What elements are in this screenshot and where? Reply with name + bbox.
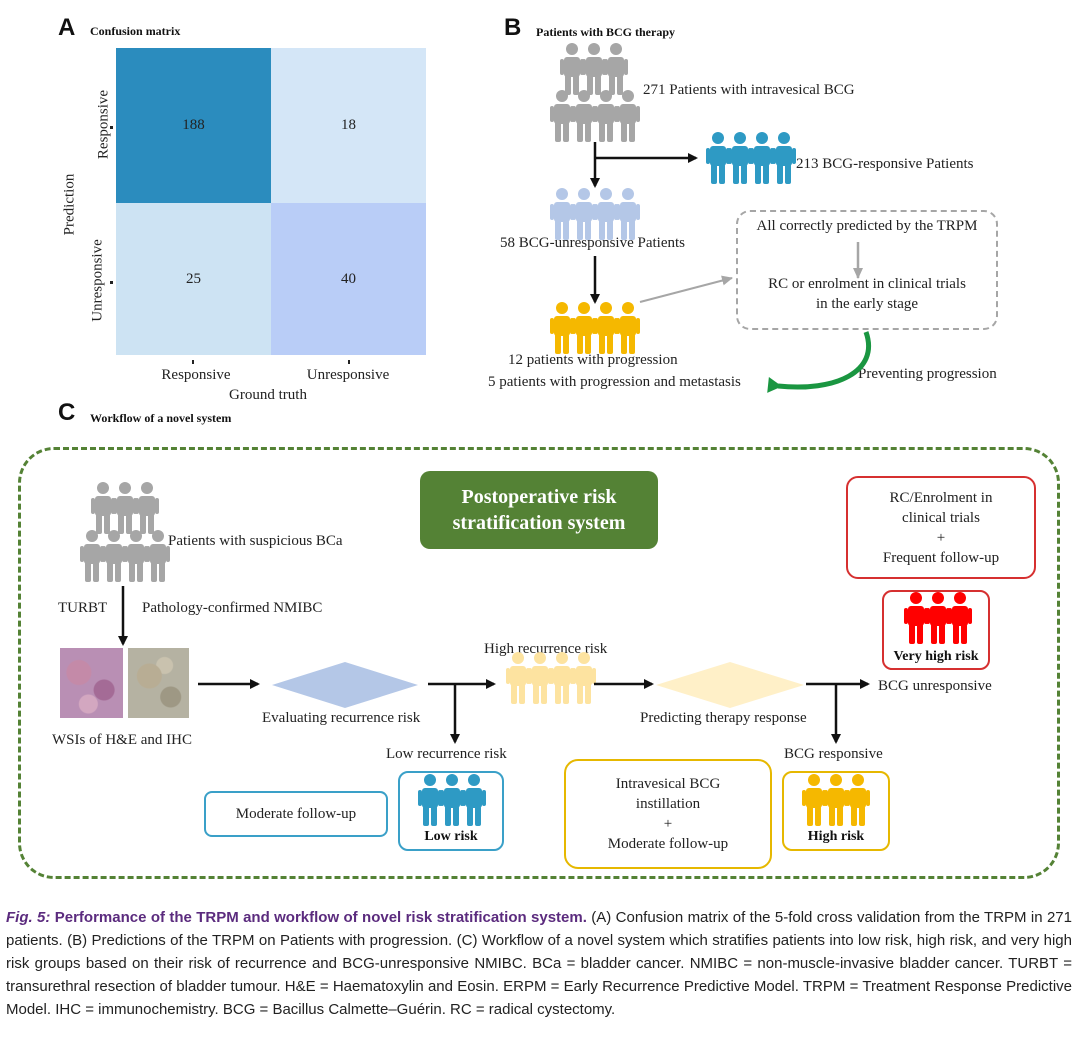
moderate-follow-up-text: Moderate follow-up <box>235 806 357 822</box>
value-fn: 25 <box>186 270 201 287</box>
metastasis-label: 5 patients with progression and metastas… <box>488 374 741 390</box>
col-label-unresponsive: Unresponsive <box>306 367 390 383</box>
prediction-box-line3: in the early stage <box>815 296 919 312</box>
workflow-frame <box>18 447 1060 879</box>
trpm-description: Predicting therapy response <box>640 710 807 726</box>
very-high-treatment-line1: RC/Enrolment in <box>889 489 993 506</box>
bcg-unresponsive-label: BCG unresponsive <box>878 678 992 694</box>
erpm-diamond <box>272 662 418 708</box>
panel-a-title: Confusion matrix <box>90 24 181 38</box>
tick-x-unresponsive <box>348 360 350 364</box>
caption-lead: Performance of the TRPM and workflow of … <box>54 909 587 926</box>
tick-y-unresponsive <box>110 281 113 284</box>
cell-tp: 188 <box>116 48 271 203</box>
bcg-instillation-line2: instillation <box>635 796 701 812</box>
prediction-box-line1: All correctly predicted by the TRPM <box>756 218 978 234</box>
bcg-instillation-box: Intravesical BCG instillation + Moderate… <box>564 759 772 869</box>
cell-tn: 40 <box>271 203 426 355</box>
pathology-label: Pathology-confirmed NMIBC <box>142 600 323 616</box>
bcg-instillation-line4: Moderate follow-up <box>607 836 729 852</box>
wsi-label: WSIs of H&E and IHC <box>52 732 192 748</box>
unresponsive-patients-icon <box>550 188 640 240</box>
trpm-diamond <box>656 662 804 708</box>
panel-c-title: Workflow of a novel system <box>90 411 232 425</box>
value-tp: 188 <box>182 117 205 133</box>
very-high-risk-icon <box>904 592 972 644</box>
very-high-treatment-line3: + <box>936 529 946 546</box>
panel-c-letter: C <box>58 399 76 426</box>
unresponsive-patients-label: 58 BCG-unresponsive Patients <box>500 235 685 251</box>
moderate-follow-up-box: Moderate follow-up <box>204 791 388 837</box>
high-risk-box <box>782 771 890 851</box>
system-title: Postoperative risk stratification system <box>420 471 658 549</box>
ihc-slide-image <box>128 648 189 718</box>
responsive-patients-icon <box>706 132 796 184</box>
suspicious-patients-icon <box>80 482 170 582</box>
low-risk-box <box>398 771 504 851</box>
cell-fp: 18 <box>271 48 426 203</box>
col-label-responsive: Responsive <box>161 367 231 383</box>
very-high-treatment-line4: Frequent follow-up <box>882 549 1000 566</box>
low-risk-icon <box>418 774 486 826</box>
value-tn: 40 <box>341 270 356 287</box>
bcg-responsive-label: BCG responsive <box>784 746 883 762</box>
x-axis-label: Ground truth <box>229 387 307 403</box>
very-high-risk-box <box>882 590 990 670</box>
total-patients-icon <box>550 43 640 142</box>
low-risk-label: Low risk <box>424 829 478 844</box>
bcg-instillation-line3: + <box>663 816 673 832</box>
low-recurrence-label: Low recurrence risk <box>386 746 507 762</box>
turbt-label: TURBT <box>58 600 108 616</box>
panel-b-title: Patients with BCG therapy <box>536 25 675 39</box>
suspicious-patients-label: Patients with suspicious BCa <box>168 533 343 549</box>
prediction-box: All correctly predicted by the TRPM RC o… <box>736 210 998 330</box>
he-slide-image <box>60 648 123 718</box>
high-risk-label: High risk <box>807 829 865 844</box>
preventing-progression-label: Preventing progression <box>858 366 997 382</box>
caption-fig-number: Fig. 5: <box>6 909 51 926</box>
value-fp: 18 <box>341 117 356 133</box>
very-high-treatment-line2: clinical trials <box>902 509 980 526</box>
progression-label: 12 patients with progression <box>508 352 678 368</box>
erpm-description: Evaluating recurrence risk <box>262 710 421 726</box>
figure-caption: Fig. 5: Performance of the TRPM and work… <box>6 906 1072 1021</box>
bcg-instillation-line1: Intravesical BCG <box>615 776 721 792</box>
cell-fn: 25 <box>116 203 271 355</box>
high-risk-icon <box>802 774 870 826</box>
high-recurrence-icon <box>506 652 596 704</box>
very-high-treatment-box: RC/Enrolment in clinical trials + Freque… <box>846 476 1036 579</box>
responsive-patients-label: 213 BCG-responsive Patients <box>796 156 974 172</box>
tick-y-responsive <box>110 126 113 129</box>
prediction-box-line2: RC or enrolment in clinical trials <box>768 276 966 292</box>
progression-patients-icon <box>550 302 640 354</box>
panel-a-letter: A <box>58 14 76 41</box>
panel-b-letter: B <box>504 14 522 41</box>
total-patients-label: 271 Patients with intravesical BCG <box>643 82 855 98</box>
tick-x-responsive <box>192 360 194 364</box>
very-high-risk-label: Very high risk <box>893 649 979 664</box>
caption-body: (A) Confusion matrix of the 5-fold cross… <box>6 909 1072 1018</box>
